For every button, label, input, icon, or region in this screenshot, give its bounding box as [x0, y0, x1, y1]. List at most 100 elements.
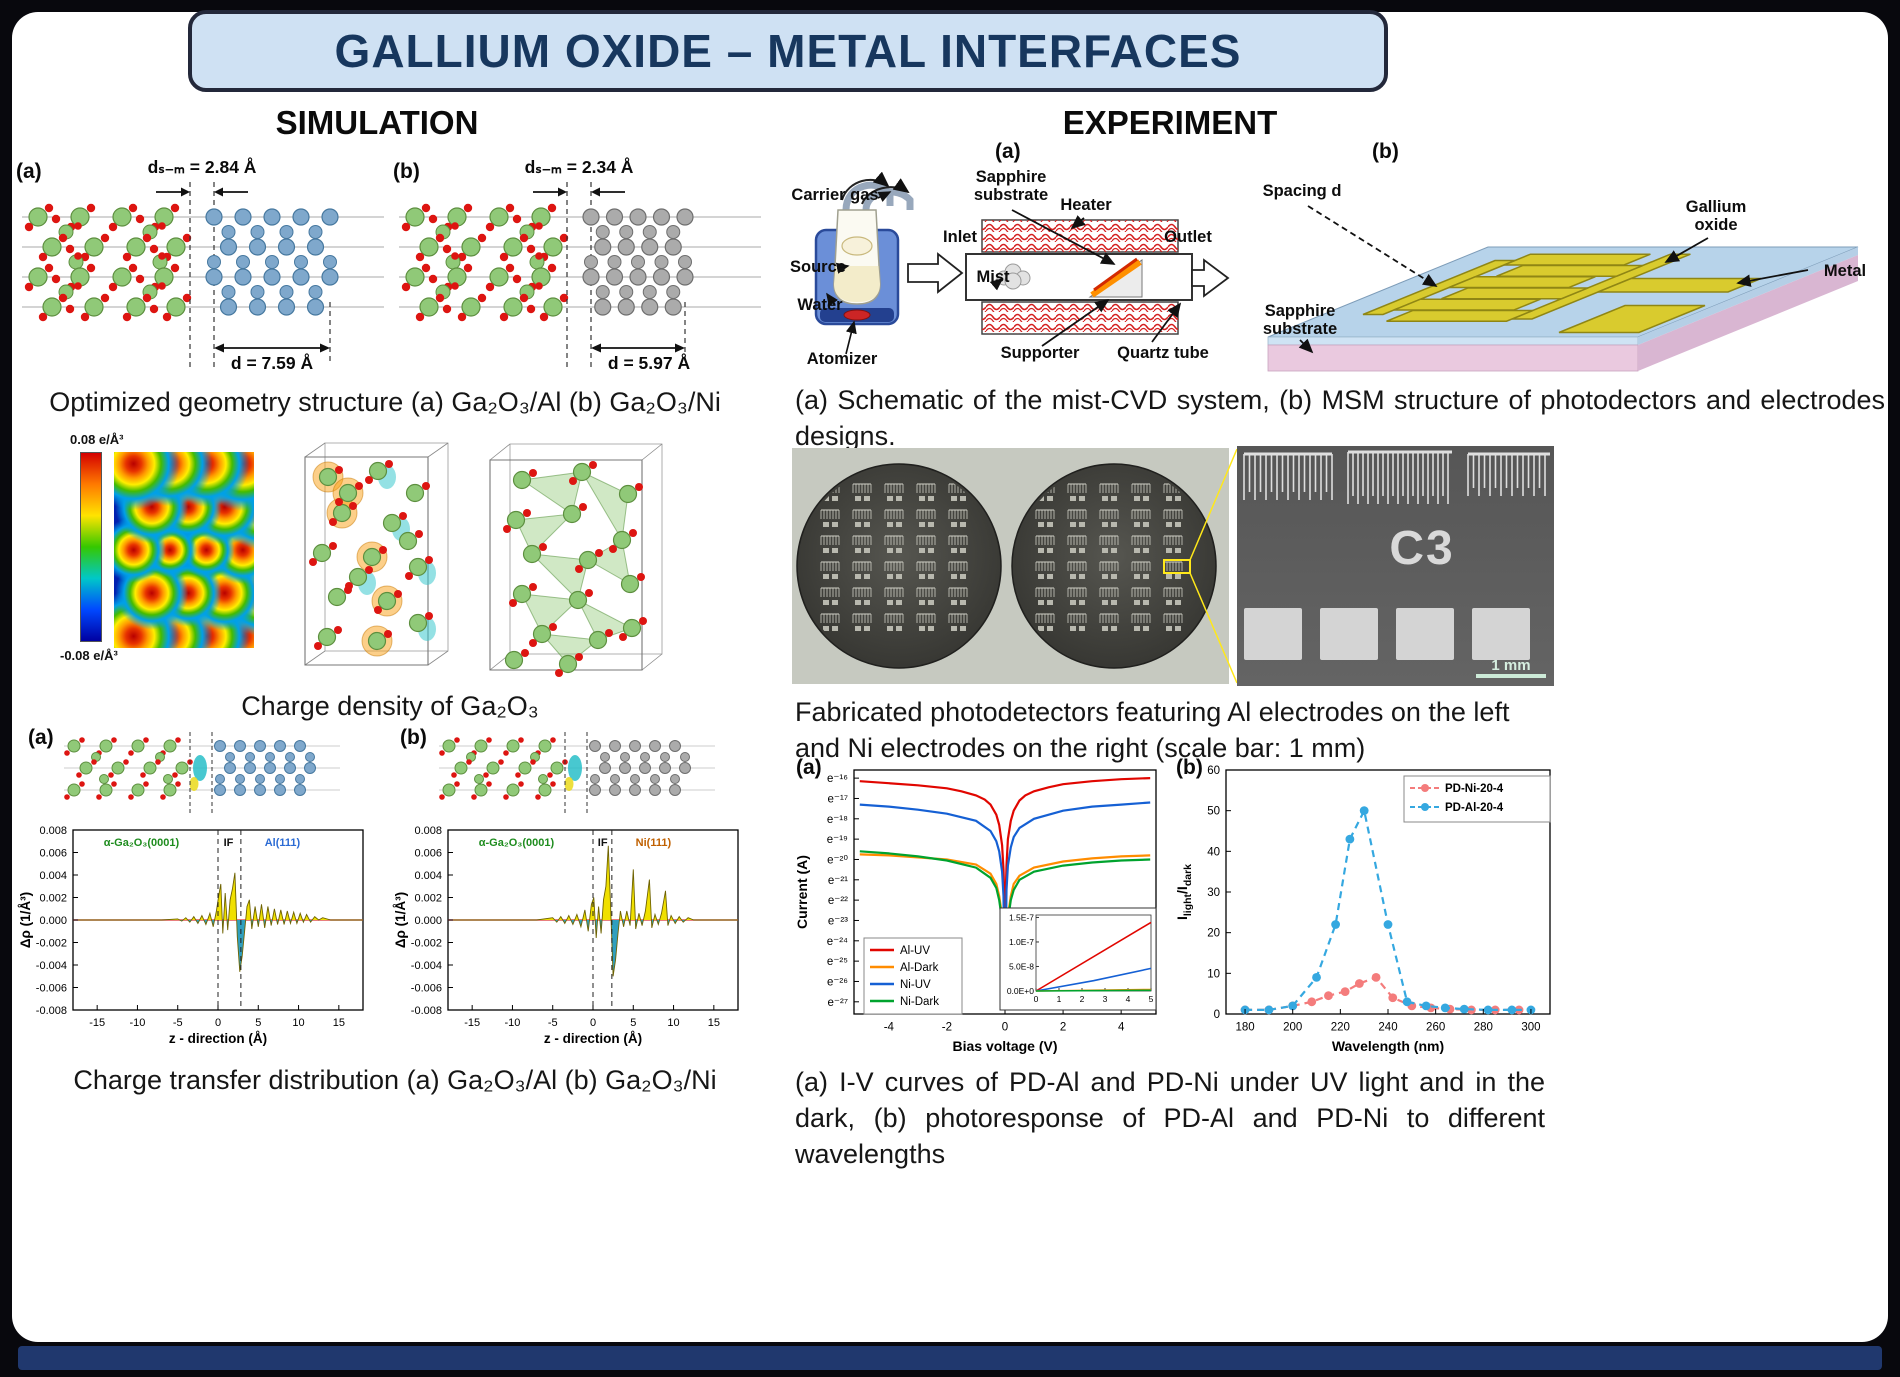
- svg-text:Ni-Dark: Ni-Dark: [900, 996, 939, 1008]
- svg-text:e⁻²⁵: e⁻²⁵: [827, 956, 848, 968]
- photodetector-photos: C3 1 mm: [792, 446, 1554, 686]
- msm-sapphire-label: Sapphire substrate: [1262, 302, 1338, 339]
- msm-structure: Spacing d Gallium oxide Metal Sapphire s…: [1238, 162, 1888, 377]
- svg-text:200: 200: [1283, 1022, 1302, 1034]
- colorbar-min-label: -0.08 e/Å³: [60, 648, 118, 663]
- svg-text:2: 2: [1060, 1022, 1066, 1034]
- svg-text:Current (A): Current (A): [794, 855, 810, 929]
- svg-text:e⁻²²: e⁻²²: [828, 895, 848, 907]
- inlet-label: Inlet: [943, 228, 977, 246]
- transfer-panel-b-label: (b): [400, 726, 427, 749]
- svg-text:20: 20: [1207, 928, 1220, 940]
- svg-text:40: 40: [1207, 846, 1220, 858]
- svg-text:180: 180: [1235, 1022, 1254, 1034]
- svg-text:0.002: 0.002: [414, 892, 442, 904]
- svg-text:0.000: 0.000: [39, 915, 67, 927]
- svg-text:5.0E-8: 5.0E-8: [1009, 961, 1034, 971]
- zoom-highlight-box: [1163, 559, 1191, 574]
- transfer-panel-a-label: (a): [28, 726, 54, 749]
- svg-text:-0.006: -0.006: [411, 982, 442, 994]
- svg-text:-4: -4: [884, 1022, 895, 1034]
- svg-text:IF: IF: [224, 837, 234, 849]
- svg-text:-0.002: -0.002: [411, 937, 442, 949]
- svg-text:Al(111): Al(111): [265, 837, 301, 849]
- d-label-al: d = 7.59 Å: [230, 353, 314, 373]
- svg-text:e⁻¹⁸: e⁻¹⁸: [827, 814, 848, 826]
- title-banner: GALLIUM OXIDE – METAL INTERFACES: [188, 10, 1388, 92]
- svg-text:e⁻²³: e⁻²³: [828, 915, 848, 927]
- svg-text:0: 0: [1002, 1022, 1008, 1034]
- gallium-oxide-label: Gallium oxide: [1685, 198, 1747, 235]
- svg-text:0.004: 0.004: [39, 870, 67, 882]
- charge-density-caption: Charge density of Ga₂O₃: [241, 691, 539, 721]
- svg-text:Ni-UV: Ni-UV: [900, 979, 931, 991]
- scale-bar-label: 1 mm: [1491, 657, 1530, 674]
- geometry-structure-ni: [399, 182, 761, 367]
- colorbar-max-label: 0.08 e/Å³: [70, 432, 124, 447]
- geometry-caption: Optimized geometry structure (a) Ga₂O₃/A…: [49, 387, 721, 417]
- svg-text:1.0E-7: 1.0E-7: [1009, 937, 1034, 947]
- svg-text:e⁻²¹: e⁻²¹: [828, 875, 848, 887]
- svg-text:z - direction (Å): z - direction (Å): [544, 1031, 642, 1046]
- svg-text:Δρ (1/Å³): Δρ (1/Å³): [18, 892, 33, 948]
- simulation-heading: SIMULATION: [275, 104, 479, 141]
- geometry-panel-a-label: (a): [16, 160, 42, 183]
- interface-structure-al: [64, 732, 340, 814]
- atomizer-disc: [843, 309, 871, 321]
- mist-label: Mist: [976, 268, 1010, 286]
- heater-top: [982, 220, 1178, 252]
- svg-text:-5: -5: [173, 1017, 183, 1029]
- quartz-tube-label: Quartz tube: [1117, 344, 1209, 362]
- svg-text:-0.008: -0.008: [411, 1005, 442, 1017]
- response-plot-label: (b): [1176, 756, 1203, 779]
- svg-text:Al-Dark: Al-Dark: [900, 962, 939, 974]
- svg-text:5: 5: [1149, 994, 1154, 1004]
- schematic-caption: (a) Schematic of the mist-CVD system, (b…: [795, 385, 1885, 452]
- page-title: GALLIUM OXIDE – METAL INTERFACES: [334, 25, 1242, 77]
- svg-text:0.006: 0.006: [39, 847, 67, 859]
- svg-text:240: 240: [1378, 1022, 1397, 1034]
- svg-text:e⁻¹⁹: e⁻¹⁹: [827, 834, 848, 846]
- svg-text:15: 15: [708, 1017, 720, 1029]
- svg-text:5: 5: [630, 1017, 636, 1029]
- svg-text:PD-Al-20-4: PD-Al-20-4: [1445, 802, 1504, 814]
- svg-text:1.5E-7: 1.5E-7: [1009, 912, 1034, 922]
- cvd-schematic-drawing: [814, 171, 1230, 355]
- svg-text:0.000: 0.000: [414, 915, 442, 927]
- heater-label: Heater: [1060, 196, 1112, 214]
- interface-structure-ni: [439, 732, 715, 814]
- svg-text:-10: -10: [129, 1017, 145, 1029]
- experiment-panel-b-label: (b): [1372, 140, 1399, 163]
- svg-text:Bias voltage (V): Bias voltage (V): [952, 1038, 1057, 1054]
- svg-text:0.006: 0.006: [414, 847, 442, 859]
- svg-text:-0.004: -0.004: [36, 960, 67, 972]
- dsm-label-ni: dₛ₋ₘ = 2.34 Å: [524, 157, 634, 177]
- micrograph-device-id: C3: [1389, 522, 1454, 575]
- svg-text:0: 0: [1214, 1009, 1220, 1021]
- svg-text:e⁻¹⁶: e⁻¹⁶: [827, 773, 848, 785]
- svg-text:4: 4: [1126, 994, 1131, 1004]
- svg-text:-10: -10: [504, 1017, 520, 1029]
- svg-text:0: 0: [215, 1017, 221, 1029]
- geometry-structure-al: [22, 182, 384, 367]
- svg-text:-5: -5: [548, 1017, 558, 1029]
- svg-text:3: 3: [1103, 994, 1108, 1004]
- svg-text:30: 30: [1207, 887, 1220, 899]
- substrate-front-face: [1267, 344, 1639, 372]
- svg-text:0.0E+0: 0.0E+0: [1007, 986, 1034, 996]
- svg-text:280: 280: [1474, 1022, 1493, 1034]
- experiment-heading: EXPERIMENT: [1062, 104, 1278, 141]
- svg-text:220: 220: [1331, 1022, 1350, 1034]
- experiment-panel-a-label: (a): [995, 140, 1021, 163]
- plots-caption: (a) I-V curves of PD-Al and PD-Ni under …: [795, 1067, 1545, 1170]
- source-label: Source: [790, 258, 846, 276]
- svg-text:4: 4: [1118, 1022, 1125, 1034]
- photos-caption: Fabricated photodetectors featuring Al e…: [795, 697, 1510, 764]
- svg-text:0: 0: [1034, 994, 1039, 1004]
